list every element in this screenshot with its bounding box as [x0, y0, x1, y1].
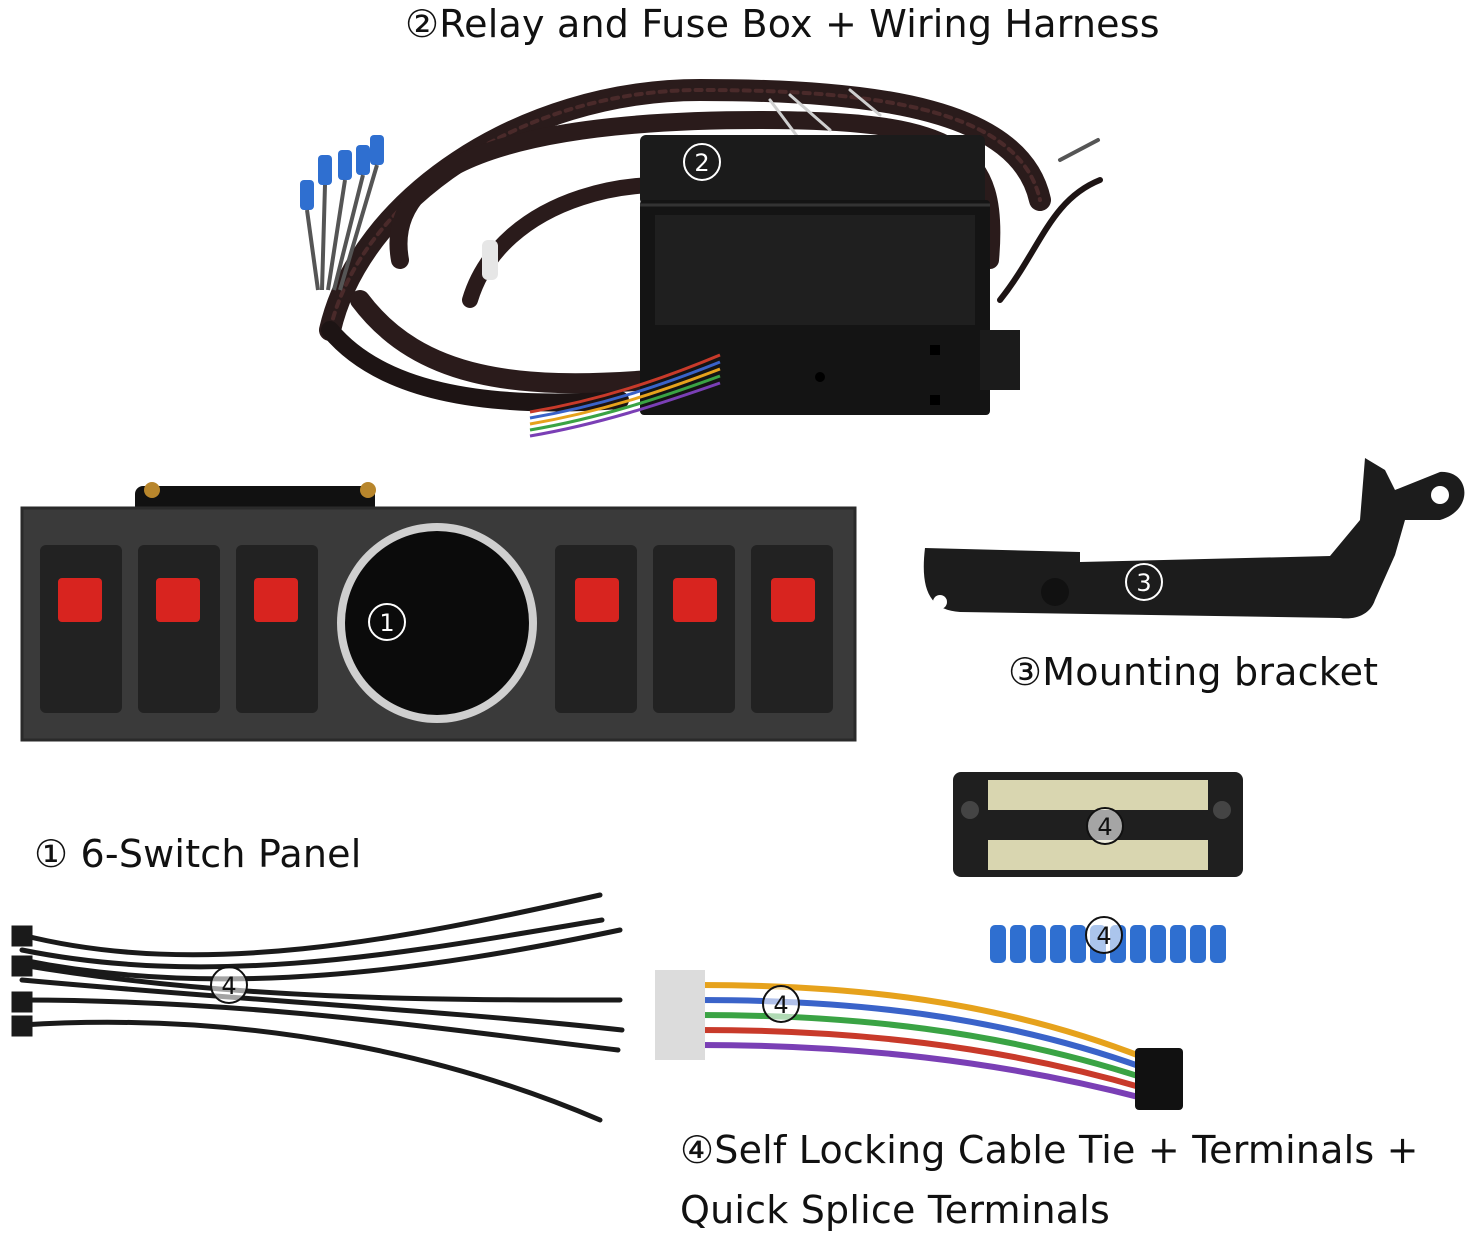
switch-panel-caption: ① 6-Switch Panel: [34, 832, 362, 876]
mounting-bracket: [923, 458, 1465, 619]
cable-ties: [11, 892, 625, 1123]
marker-switch-panel-label: 1: [379, 609, 394, 637]
marker-bracket-label: 3: [1136, 569, 1151, 597]
marker-spade-terminals-label: 4: [1096, 922, 1111, 950]
marker-bracket: 3: [1125, 563, 1163, 601]
marker-relay-box: 2: [683, 143, 721, 181]
marker-spade-terminals: 4: [1085, 916, 1123, 954]
wire-pigtail: [655, 970, 1183, 1110]
marker-pigtail-label: 4: [773, 991, 788, 1019]
bracket-caption: ③Mounting bracket: [1008, 650, 1379, 694]
accessories-caption-line2: Quick Splice Terminals: [680, 1188, 1111, 1232]
marker-relay-box-label: 2: [694, 149, 709, 177]
switch-panel: [20, 482, 857, 742]
marker-terminal-block-label: 4: [1097, 813, 1112, 841]
relay-fuse-box: [640, 135, 1020, 415]
marker-pigtail: 4: [762, 985, 800, 1023]
relay-box-caption: ②Relay and Fuse Box + Wiring Harness: [405, 2, 1160, 46]
marker-terminal-block: 4: [1086, 807, 1124, 845]
marker-cable-ties-label: 4: [221, 972, 236, 1000]
marker-switch-panel: 1: [368, 603, 406, 641]
relay-box-color-wires: [529, 353, 721, 438]
marker-cable-ties: 4: [210, 966, 248, 1004]
harness-blue-connectors: [300, 135, 498, 291]
rocker-switches: [40, 545, 833, 713]
accessories-caption-line1: ④Self Locking Cable Tie + Terminals +: [680, 1128, 1419, 1172]
